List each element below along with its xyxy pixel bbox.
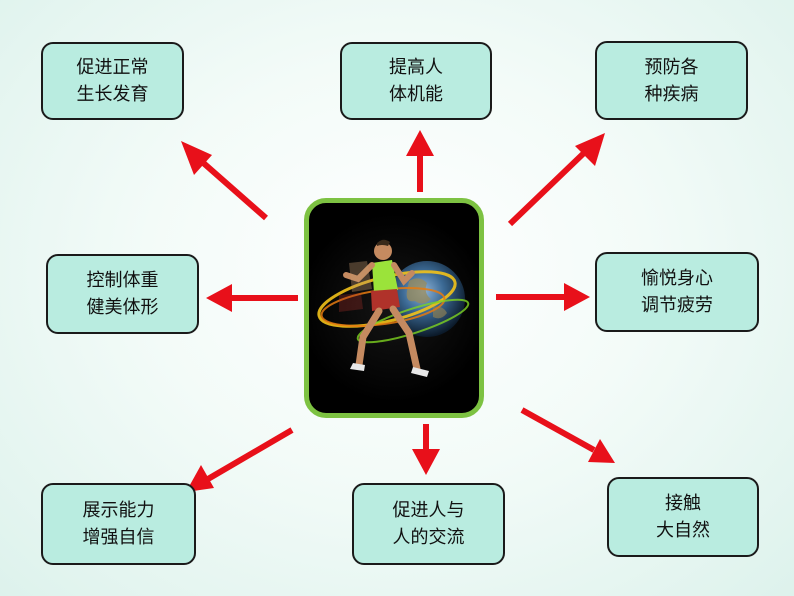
node-mood-line-1: 愉悦身心 [641,268,713,289]
node-confidence: 展示能力 增强自信 [41,483,196,565]
node-mood-line-2: 调节疲劳 [641,295,713,316]
node-communication-line-1: 促进人与 [392,500,465,521]
node-weight-control: 控制体重 健美体形 [46,254,199,334]
node-communication: 促进人与 人的交流 [352,483,505,565]
arrow-to-communication [412,424,440,475]
arrow-to-growth [181,141,268,221]
runner-globe-image [317,239,470,377]
node-confidence-line-1: 展示能力 [82,500,155,521]
node-disease-prevention-line-2: 种疾病 [644,83,699,105]
center-image-frame [304,198,484,418]
node-weight-control-line-2: 健美体形 [86,297,159,318]
runner-figure [339,239,429,377]
arrow-to-confidence [186,427,294,492]
node-growth-line-2: 生长发育 [76,84,149,105]
node-disease-prevention: 预防各 种疾病 [595,41,748,120]
node-growth-line-1: 促进正常 [76,57,149,78]
arrow-to-mood [496,283,590,311]
arrow-to-disease-prevention [507,133,605,227]
node-nature-line-2: 大自然 [656,520,710,541]
node-disease-prevention-line-1: 预防各 [644,56,699,78]
node-body-function: 提高人 体机能 [340,42,492,120]
node-communication-line-2: 人的交流 [392,527,465,548]
node-growth: 促进正常 生长发育 [41,42,184,120]
node-weight-control-line-1: 控制体重 [86,270,159,291]
arrow-to-nature [520,407,615,463]
node-mood: 愉悦身心 调节疲劳 [595,252,759,332]
arrow-to-weight-control [206,284,298,312]
node-nature-line-1: 接触 [665,493,701,514]
node-body-function-line-1: 提高人 [389,57,443,78]
node-confidence-line-2: 增强自信 [82,527,155,548]
node-body-function-line-2: 体机能 [389,84,443,105]
arrow-to-body-function [406,130,434,192]
node-nature: 接触 大自然 [607,477,759,557]
